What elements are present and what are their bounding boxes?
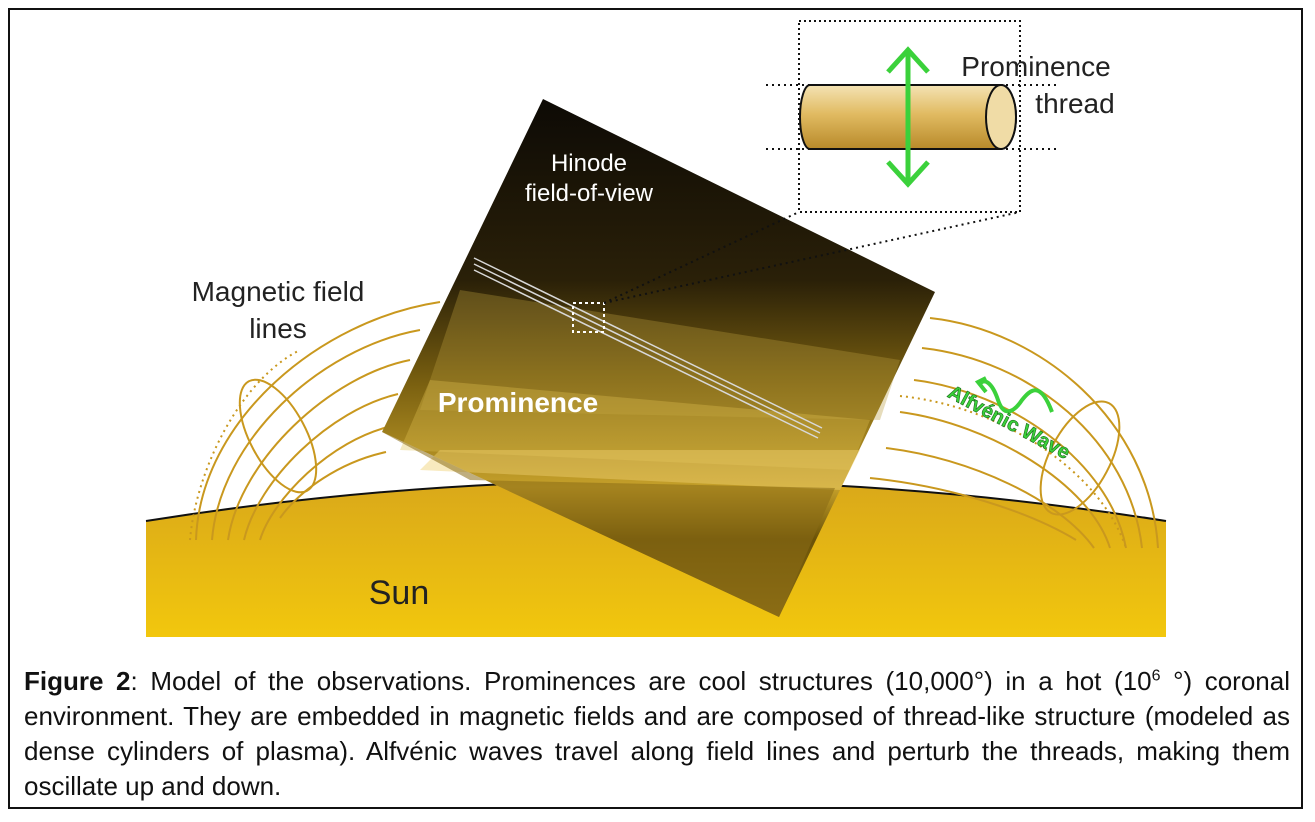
caption-text-part2: °) coronal environment. They are embedde… xyxy=(24,666,1290,801)
sun-label: Sun xyxy=(369,574,430,612)
right-field-lines xyxy=(869,317,1159,549)
left-field-lines xyxy=(189,301,441,541)
caption-text-part1: : Model of the observations. Prominences… xyxy=(130,666,1152,696)
magnetic-field-label-line2: lines xyxy=(249,313,307,344)
thread-inset xyxy=(766,20,1058,213)
hinode-label-line2: field-of-view xyxy=(525,180,654,207)
figure-caption: Figure 2: Model of the observations. Pro… xyxy=(24,664,1290,804)
hinode-image xyxy=(382,99,935,617)
prominence-label: Prominence xyxy=(438,387,598,418)
alfvenic-wave-label: Alfvénic Wave xyxy=(944,381,1073,464)
prominence-thread-label-line1: Prominence xyxy=(961,51,1110,82)
magnetic-field-label-line1: Magnetic field xyxy=(192,276,365,307)
alfvenic-wave-arrow xyxy=(974,376,1054,414)
prominence-thread-label-line2: thread xyxy=(1035,88,1114,119)
caption-superscript: 6 xyxy=(1151,667,1161,685)
hinode-label-line1: Hinode xyxy=(551,150,627,177)
zoom-connectors xyxy=(603,211,1021,304)
caption-figure-label: Figure 2 xyxy=(24,666,131,696)
